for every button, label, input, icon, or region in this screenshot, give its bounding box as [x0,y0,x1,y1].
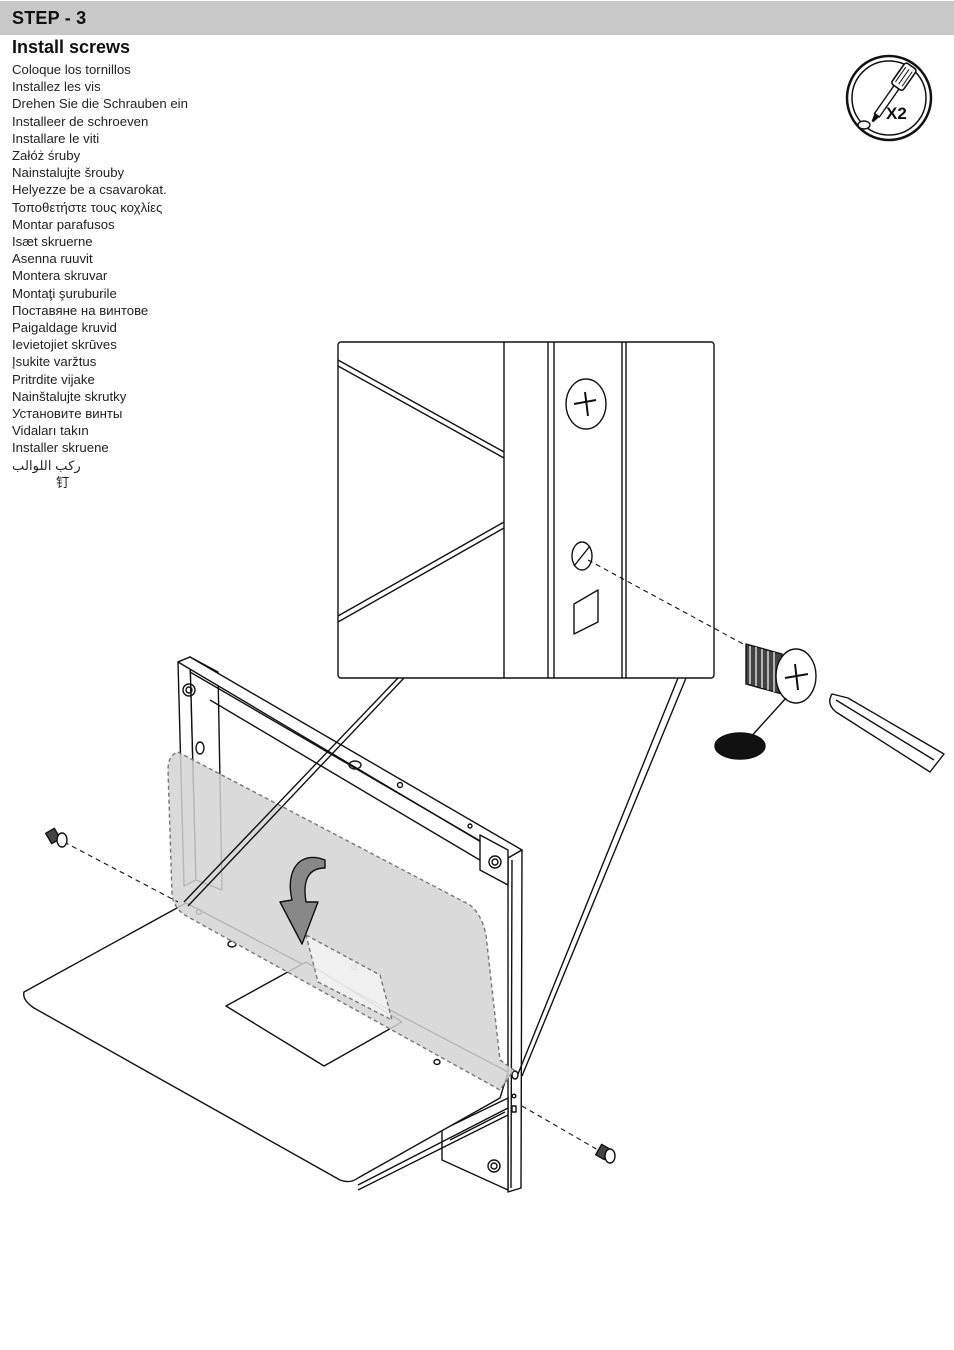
translation-item: Paigaldage kruvid [12,320,117,336]
translation-item: ركب اللوالب [12,457,81,473]
translation-item: Installare le viti [12,130,100,146]
translation-item: Montar parafusos [12,216,115,232]
step-header: STEP - 3 [0,1,954,35]
screw-large [745,643,817,704]
translation-item: Installeer de schroeven [12,113,149,129]
frame-right-post [479,834,523,1193]
marker-leader [747,697,787,741]
screwdriver-tip-icon [829,693,945,773]
translation-item: Helyezze be a csavarokat. [12,182,167,198]
translation-item: Montaţi şuruburile [12,285,117,301]
tool-count: X2 [886,104,907,123]
translation-item: Pritrdite vijake [12,371,95,387]
rotation-arrow-icon [279,856,326,945]
screw-right [521,1105,616,1164]
instruction-title: Install screws [12,37,131,57]
translation-item: Coloque los tornillos [12,62,131,77]
marker-dot [714,732,766,760]
translation-item: Поставяне на винтове [12,302,149,318]
frame-lower-section [357,1097,509,1191]
translation-item: Ievietojiet skrūves [12,337,117,353]
translation-item: Załóż śruby [12,148,81,164]
screwdriver-icon [845,54,933,142]
translation-item: 钉 [56,474,70,490]
step-label: STEP - 3 [12,7,87,28]
translation-item: Installer skruene [12,440,109,456]
translation-item: Vidaları takın [12,423,89,439]
translation-list: Coloque los tornillos Installez les vis … [12,61,188,491]
translation-item: Asenna ruuvit [12,251,93,267]
translation-item: Nainstalujte šrouby [12,165,125,181]
detail-callout [337,341,715,679]
detail-leader-lines [183,677,687,1077]
translation-item: Įsukite varžtus [12,354,97,370]
translation-item: Montera skruvar [12,268,108,284]
translation-item: Nainštalujte skrutky [12,388,127,404]
screw-left [44,827,179,903]
translation-item: Installez les vis [12,79,101,95]
translation-item: Установите винты [12,406,123,422]
translation-item: Τοποθετήστε τους κοχλίες [12,199,163,215]
translation-item: Isæt skruerne [12,234,93,250]
translation-item: Drehen Sie die Schrauben ein [12,96,188,112]
